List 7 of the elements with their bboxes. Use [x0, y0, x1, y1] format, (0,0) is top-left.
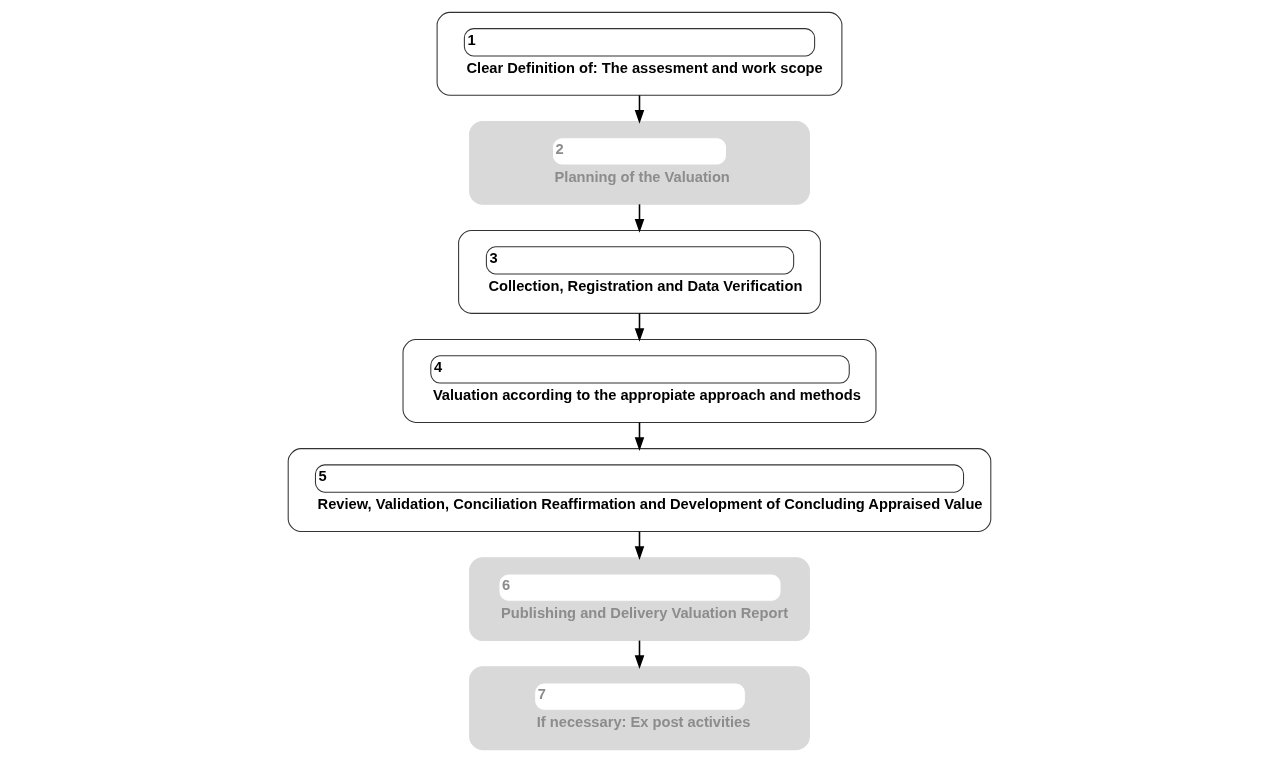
node-box: 4 Valuation according to the appropiate approach and methods — [402, 339, 876, 423]
node-box: 5 Review, Validation, Conciliation Reaffirmation and Development of Concluding Appraised Value — [287, 448, 991, 532]
node-box: 6 Publishing and Delivery Valuation Report — [468, 557, 810, 642]
node-box: 2 Planning of the Valuation — [468, 120, 810, 205]
node-box: 1 Clear Definition of: The assesment and work scope — [436, 11, 842, 96]
node-box: 7 If necessary: Ex post activities — [468, 666, 810, 751]
node-box: 3 Collection, Registration and Data Verification — [457, 230, 821, 314]
